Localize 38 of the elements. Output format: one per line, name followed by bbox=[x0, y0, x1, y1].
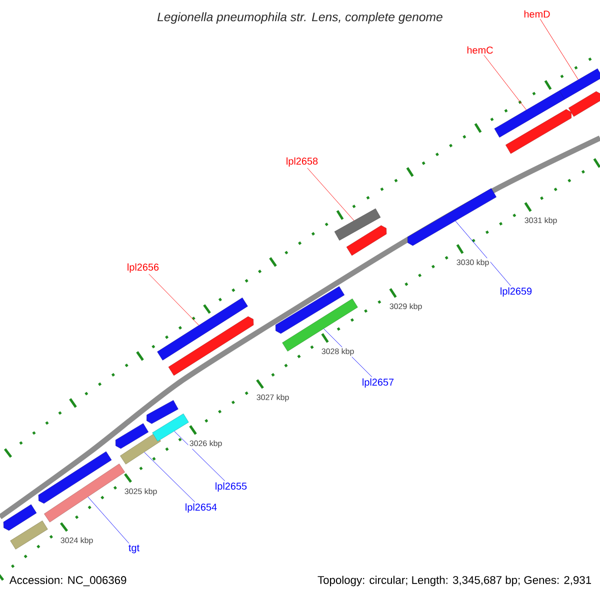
gene-bar bbox=[38, 451, 112, 504]
gene-bar bbox=[494, 90, 565, 138]
gene-label: tgt bbox=[128, 544, 140, 554]
gene-bar bbox=[120, 432, 161, 464]
gene-bar bbox=[275, 286, 345, 334]
gene-bar bbox=[10, 520, 48, 550]
gene-bar bbox=[334, 208, 381, 241]
leader-line bbox=[540, 18, 578, 80]
gene-label: lpl2655 bbox=[216, 482, 247, 492]
title: Legionella pneumophila str. Lens, complete genome bbox=[157, 12, 442, 24]
gene-bar bbox=[152, 414, 189, 442]
gene-bar bbox=[559, 68, 600, 100]
gene-bar bbox=[115, 423, 149, 449]
leader-line bbox=[484, 54, 527, 110]
gene-label: lpl2656 bbox=[128, 263, 159, 273]
leader-line bbox=[307, 168, 354, 221]
gene-bar bbox=[568, 91, 600, 117]
gene-label: hemD bbox=[524, 10, 550, 18]
leader-line bbox=[144, 452, 196, 502]
gene-label: lpl2659 bbox=[500, 287, 532, 297]
gene-label: lpl2657 bbox=[362, 378, 394, 388]
gene-bar bbox=[168, 316, 254, 376]
gene-label: lpl2658 bbox=[286, 157, 318, 167]
gene-bar bbox=[346, 225, 387, 256]
accession-text: Accession: NC_006369 bbox=[9, 576, 126, 586]
leader-line bbox=[455, 220, 512, 286]
gene-bar bbox=[44, 464, 125, 522]
leader-line bbox=[148, 274, 200, 326]
gene-bar bbox=[506, 109, 572, 154]
gene-label: hemC bbox=[467, 46, 493, 54]
genome-info-text: Topology: circular; Length: 3,345,687 bp; Genes: 2,931 bbox=[318, 576, 591, 586]
gene-bar bbox=[146, 400, 178, 424]
gene-bar bbox=[3, 504, 37, 531]
leader-line bbox=[88, 496, 130, 544]
leader-line bbox=[174, 430, 226, 482]
gene-bar bbox=[408, 188, 496, 246]
gene-bar bbox=[157, 298, 248, 360]
gene-label: lpl2654 bbox=[186, 503, 217, 513]
